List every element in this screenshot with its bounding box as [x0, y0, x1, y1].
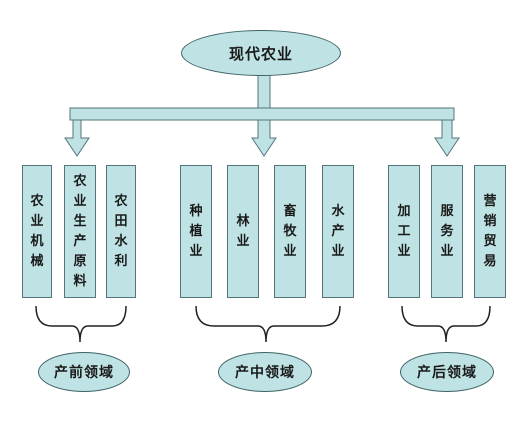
item-label: 林业	[236, 213, 250, 249]
item-box-mid-0: 种植业	[180, 165, 212, 298]
item-box-mid-2: 畜牧业	[274, 165, 306, 298]
group-oval-mid: 产中领域	[218, 352, 312, 392]
item-box-post-1: 服务业	[431, 165, 463, 298]
item-label: 服务业	[440, 203, 454, 259]
item-label: 畜牧业	[283, 203, 297, 259]
group-oval-pre: 产前领域	[38, 352, 130, 392]
arrow-mid	[251, 119, 277, 157]
brace-mid	[195, 305, 341, 343]
item-label: 营销贸易	[483, 193, 497, 269]
root-label: 现代农业	[228, 44, 293, 63]
item-label: 加工业	[397, 203, 411, 259]
horizontal-bar	[69, 107, 455, 121]
item-box-mid-3: 水产业	[322, 165, 354, 298]
item-box-mid-1: 林业	[227, 165, 259, 298]
group-label-mid: 产中领域	[235, 365, 295, 381]
arrow-post	[434, 119, 460, 157]
root-stem	[257, 73, 271, 111]
group-oval-post: 产后领域	[400, 352, 494, 392]
item-label: 农业机械	[30, 193, 44, 269]
item-box-pre-1: 农业生产原料	[64, 165, 96, 298]
item-box-pre-0: 农业机械	[22, 165, 52, 298]
item-box-pre-2: 农田水利	[106, 165, 136, 298]
arrow-pre	[64, 119, 90, 157]
item-label: 水产业	[331, 203, 345, 259]
item-label: 种植业	[189, 203, 203, 259]
group-label-post: 产后领域	[417, 365, 477, 381]
brace-post	[401, 305, 491, 343]
group-label-pre: 产前领域	[54, 365, 114, 381]
item-box-post-2: 营销贸易	[474, 165, 506, 298]
item-label: 农田水利	[114, 193, 128, 269]
item-box-post-0: 加工业	[388, 165, 420, 298]
item-label: 农业生产原料	[73, 173, 87, 289]
root-node: 现代农业	[181, 30, 341, 76]
brace-pre	[35, 305, 127, 343]
